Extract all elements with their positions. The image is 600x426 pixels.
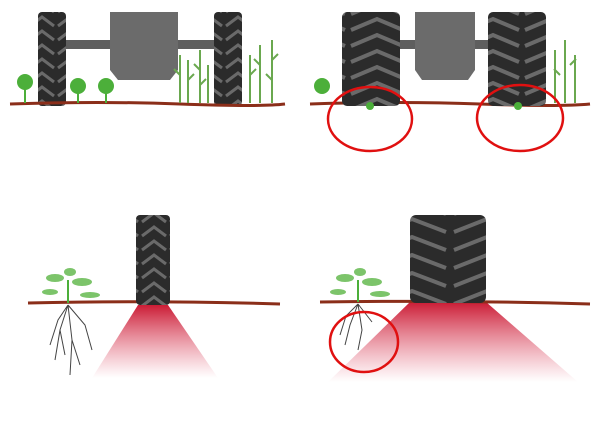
panel-narrow-tires-surface [9,12,286,107]
plant [330,268,390,302]
narrow-tire [136,215,170,305]
right-wide-tire [488,12,546,106]
left-tire [38,12,66,106]
roots [49,304,93,376]
plant [42,268,100,303]
highlight-ring-right [475,83,565,153]
weeds [553,40,577,103]
tractor-body [415,12,475,80]
compaction-zone [92,305,218,378]
panel-wide-tire-compaction [319,215,591,382]
highlight-ring-roots [328,310,400,374]
left-wide-tire [342,12,400,106]
weeds [173,40,279,103]
ground-line [9,101,286,107]
plants [17,74,114,103]
tractor-body [110,12,178,80]
wide-tire [410,215,486,303]
right-tire [214,12,242,106]
panel-narrow-tire-compaction [27,215,281,378]
panel-wide-tires-surface [309,12,591,153]
stunted-roots [339,303,373,351]
plants [314,78,522,110]
highlight-ring-left [326,85,414,153]
